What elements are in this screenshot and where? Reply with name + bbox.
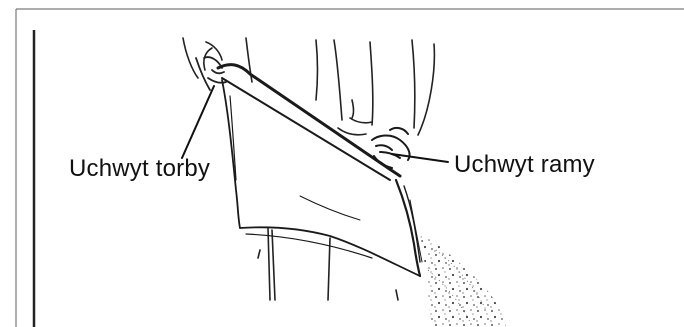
frame-handle-label: Uchwyt ramy: [454, 151, 595, 179]
bag-handle-label: Uchwyt torby: [69, 155, 210, 183]
